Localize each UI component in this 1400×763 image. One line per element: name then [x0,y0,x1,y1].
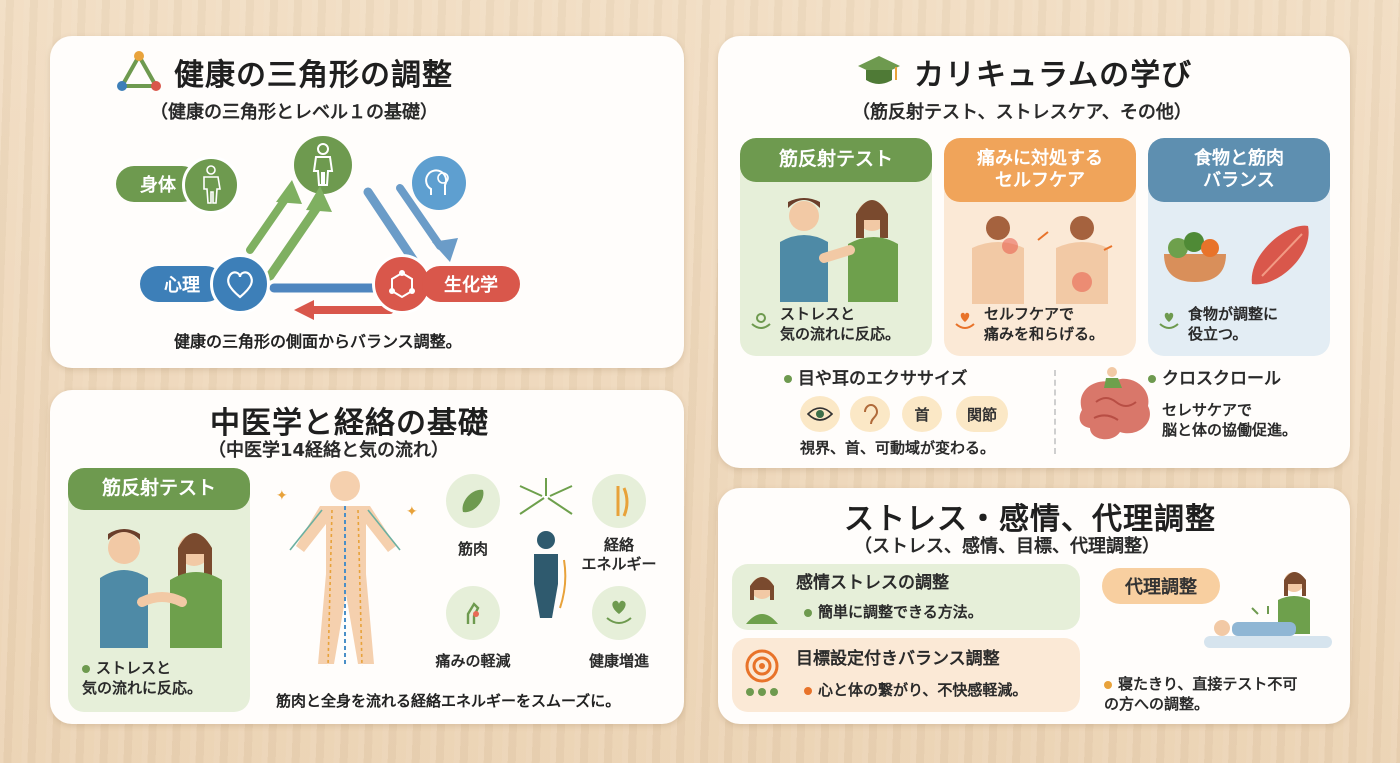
panel-tcm-meridians: 中医学と経絡の基礎 （中医学14経絡と気の流れ） 筋反射テスト ストレスと 気の… [50,390,684,724]
cross-crawl-caption: セレサケアで 脳と体の協働促進。 [1162,400,1297,441]
caption-line-1: 食物が調整に [1188,305,1279,323]
human-figure-icon [182,156,240,214]
back-pain-illustration [972,216,1113,304]
health-label: 健康増進 [588,652,649,670]
ear-icon [850,396,890,432]
pain-relief-icon [446,586,500,640]
cross-crawl-title: クロスクロール [1148,368,1281,391]
proxy-desc: 寝たきり、直接テスト不可 の方への調整。 [1104,674,1297,715]
panel-caption: 筋肉と全身を流れる経絡エネルギーをスムーズに。 [276,692,621,710]
caption-line-2: 脳と体の協働促進。 [1162,421,1298,440]
eye-icon [800,396,840,432]
proxy-treatment-illustration [1204,572,1332,648]
target-icon [745,649,779,696]
woman-avatar-icon [746,577,778,624]
caption-line-2: 痛みを和らげる。 [984,325,1105,344]
triangle-icon [116,50,162,96]
cross-crawl-title-text: クロスクロール [1162,369,1281,389]
curriculum-card-muscle-test: 筋反射テスト ストレスと 気の流れに反応。 [740,138,932,356]
muscle-test-illustration [780,198,898,302]
emotion-desc: 簡単に調整できる方法。 [804,602,983,622]
panel-subtitle: （健康の三角形とレベル１の基礎） [150,102,438,123]
goal-balance-card: 目標設定付きバランス調整 心と体の繋がり、不快感軽減。 [732,638,1080,712]
eye-ear-title: 目や耳のエクササイズ [784,368,968,391]
hands-heart-icon [1158,310,1180,336]
curriculum-card-selfcare: 痛みに対処する セルフケア セルフケアで 痛みを和らげる。 [944,138,1136,356]
card-title: 痛みに対処する セルフケア [944,138,1136,202]
panel-subtitle: （ストレス、感情、目標、代理調整） [854,536,1160,557]
panel-title: ストレス・感情、代理調整 [844,502,1216,537]
caption-line-1: セルフケアで [984,305,1075,323]
muscle-icon [446,474,500,528]
emotion-title: 感情ストレスの調整 [796,573,949,593]
spine-figure [534,531,567,618]
panel-curriculum: カリキュラムの学び （筋反射テスト、ストレスケア、その他） 筋反射テスト ストレ… [718,36,1350,468]
practitioner-illustration [100,529,222,648]
card-title-line-2: セルフケア [995,170,1085,191]
meridian-icon [592,474,646,528]
meridian-label-line-1: 経絡 [603,536,634,554]
caption-line-2: 気の流れに反応。 [780,325,901,344]
goal-title: 目標設定付きバランス調整 [796,649,1000,669]
card-title-line-1: 痛みに対処する [977,147,1103,169]
panel-subtitle: （中医学14経絡と気の流れ） [208,440,450,461]
head-thought-icon [412,156,466,210]
meridian-label-line-2: エネルギー [581,554,657,573]
eye-ear-caption: 視界、首、可動域が変わる。 [800,439,996,457]
card-caption: 食物が調整に 役立つ。 [1188,304,1278,345]
panel-subtitle: （筋反射テスト、ストレスケア、その他） [852,102,1192,123]
panel-title: カリキュラムの学び [914,58,1193,93]
joint-chip: 関節 [956,396,1008,432]
curriculum-card-food-muscle: 食物と筋肉 バランス 食物が調整に 役立つ。 [1148,138,1330,356]
meridian-body-figure: ✦ ✦ [276,471,418,667]
chem-label-pill: 生化学 [422,266,520,302]
caption-line-1: セレサケアで [1162,401,1253,419]
hands-heart-icon [954,310,976,336]
brain-illustration [1079,367,1150,440]
svg-text:✦: ✦ [406,504,418,520]
caption-line-2: 役立つ。 [1188,325,1248,344]
caption-line-1: ストレスと [96,659,172,677]
mind-label-pill: 心理 [140,266,224,302]
page-title: 健康の三角形の調整 [174,58,453,93]
card-caption: ストレスと 気の流れに反応。 [82,658,202,699]
muscle-test-card: 筋反射テスト ストレスと 気の流れに反応。 [68,468,250,712]
emotion-stress-card: 感情ストレスの調整 簡単に調整できる方法。 [732,564,1080,630]
proxy-title-pill: 代理調整 [1102,568,1220,604]
emotion-desc-text: 簡単に調整できる方法。 [818,603,983,621]
card-caption: セルフケアで 痛みを和らげる。 [984,304,1104,345]
proxy-desc-line-1: 寝たきり、直接テスト不可 [1118,675,1298,693]
eye-ear-title-text: 目や耳のエクササイズ [798,369,968,389]
panel-health-triangle: 健康の三角形の調整 （健康の三角形とレベル１の基礎） 身体 心理 生化学 健康の… [50,36,684,368]
hands-heart-icon [750,310,772,336]
card-title: 筋反射テスト [740,138,932,182]
card-caption: ストレスと 気の流れに反応。 [780,304,900,345]
triangle-arrows [246,180,458,320]
proxy-desc-line-2: の方への調整。 [1104,695,1210,714]
meridian-label: 経絡 エネルギー [572,536,666,574]
goal-desc: 心と体の繋がり、不快感軽減。 [804,680,1027,700]
panel-stress-emotion: ストレス・感情、代理調整 （ストレス、感情、目標、代理調整） 感情ストレスの調整… [718,488,1350,724]
card-title: 筋反射テスト [68,468,250,510]
body-node-icon [294,136,352,194]
panel-caption: 健康の三角形の側面からバランス調整。 [174,332,462,351]
section-divider [1054,370,1056,454]
goal-desc-text: 心と体の繋がり、不快感軽減。 [818,681,1028,699]
card-title-line-2: バランス [1203,170,1275,191]
card-title: 食物と筋肉 バランス [1148,138,1330,202]
graduation-cap-icon [856,50,902,94]
panel-title: 中医学と経絡の基礎 [210,406,489,441]
caption-line-1: ストレスと [780,305,856,323]
caption-line-2: 気の流れに反応。 [82,679,203,698]
health-heart-hand-icon [592,586,646,640]
molecule-icon [372,254,432,314]
neck-chip: 首 [902,396,942,432]
pain-relief-label: 痛みの軽減 [435,652,511,670]
muscle-label: 筋肉 [457,540,488,558]
heart-icon [210,254,270,314]
energy-flow-arrows [519,478,573,515]
card-title-line-1: 食物と筋肉 [1194,147,1284,169]
svg-text:✦: ✦ [276,488,288,504]
food-muscle-illustration [1164,225,1309,285]
